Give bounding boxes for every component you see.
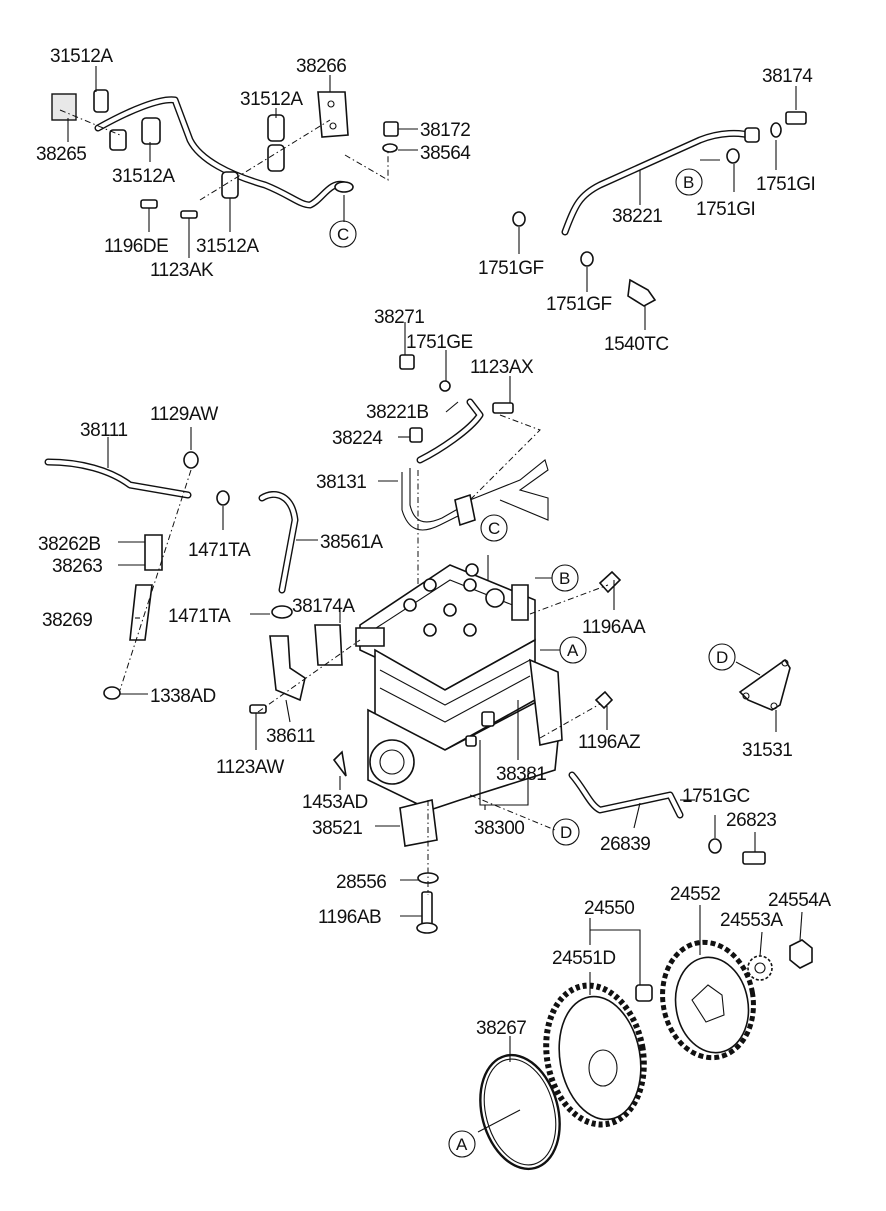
label-38221B: 38221B (366, 402, 429, 423)
callout-d-center: D (552, 818, 580, 846)
crankcase-part (367, 699, 561, 811)
fitting-38611-part (269, 635, 306, 702)
label-31531: 31531 (742, 740, 792, 761)
label-31512A-b: 31512A (240, 89, 303, 110)
label-38131: 38131 (316, 472, 366, 493)
label-1196AA: 1196AA (582, 617, 646, 638)
o-ring-38267-part (479, 1053, 561, 1171)
svg-text:D: D (716, 648, 728, 667)
svg-text:A: A (567, 641, 579, 660)
label-1196AZ: 1196AZ (578, 732, 641, 753)
reference-callouts: C B C B A D D A (329, 168, 736, 1158)
label-31512A-d: 31512A (196, 236, 259, 257)
label-1338AD: 1338AD (150, 686, 216, 707)
bracket-38521-part (399, 799, 438, 847)
label-24553A: 24553A (720, 910, 783, 931)
label-38174A: 38174A (292, 596, 355, 617)
callout-d-right: D (708, 643, 736, 671)
label-1751GE: 1751GE (406, 332, 473, 353)
label-1540TC: 1540TC (604, 334, 669, 355)
label-38172: 38172 (420, 120, 470, 141)
label-28556: 28556 (336, 872, 386, 893)
label-1751GI-a: 1751GI (756, 174, 815, 195)
label-24552: 24552 (670, 884, 720, 905)
label-38262B: 38262B (38, 534, 101, 555)
label-38266: 38266 (296, 56, 346, 77)
label-1751GI-b: 1751GI (696, 199, 755, 220)
label-38221: 38221 (612, 206, 662, 227)
air-compressor-38300 (249, 555, 622, 934)
label-38263: 38263 (52, 556, 102, 577)
label-1751GC: 1751GC (682, 786, 750, 807)
label-1453AD: 1453AD (302, 792, 368, 813)
label-1751GF-a: 1751GF (478, 258, 544, 279)
bolt-1129AW-part (183, 451, 199, 469)
label-38265: 38265 (36, 144, 86, 165)
callout-c-top: C (329, 220, 357, 248)
svg-text:C: C (337, 225, 349, 244)
callout-a-bottom: A (448, 1130, 476, 1158)
label-1123AW: 1123AW (216, 757, 284, 778)
washer-24553A-part (747, 955, 773, 981)
label-38271: 38271 (374, 307, 424, 328)
bolt-1540TC-part (627, 278, 657, 307)
svg-text:C: C (488, 519, 500, 538)
label-1196AB: 1196AB (318, 907, 381, 928)
air-line-38131-assembly (378, 322, 549, 590)
label-26823: 26823 (726, 810, 776, 831)
label-31512A-c: 31512A (112, 166, 175, 187)
hose-38111-assembly (44, 427, 318, 700)
label-1751GF-b: 1751GF (546, 294, 612, 315)
label-1196DE: 1196DE (104, 236, 168, 257)
label-31512A-a: 31512A (50, 46, 113, 67)
label-38224: 38224 (332, 428, 383, 449)
label-24551D: 24551D (552, 948, 616, 969)
part-number-labels: 31512A 38266 31512A 38172 38564 38265 31… (36, 46, 832, 1039)
callout-b-top: B (675, 168, 703, 196)
nut-24554A-part (789, 939, 813, 969)
label-1123AK: 1123AK (150, 260, 214, 281)
label-38300: 38300 (474, 818, 524, 839)
bracket-31531-part (738, 658, 791, 711)
label-38269: 38269 (42, 610, 92, 631)
bracket-31531-and-pipe-26839 (568, 658, 791, 865)
svg-text:B: B (559, 569, 570, 588)
label-38267: 38267 (476, 1018, 526, 1039)
gear-assembly-24550 (477, 905, 813, 1171)
label-38521: 38521 (312, 818, 362, 839)
label-1471TA-b: 1471TA (168, 606, 231, 627)
label-38561A: 38561A (320, 532, 383, 553)
pipe-assembly-top-left (51, 66, 418, 258)
label-1123AX: 1123AX (470, 357, 534, 378)
callout-b-center: B (551, 564, 579, 592)
bracket-38266-part (317, 91, 349, 138)
label-24554A: 24554A (768, 890, 831, 911)
gasket-38174A-part (314, 624, 343, 666)
clamp-1-part (93, 89, 109, 113)
svg-text:D: D (560, 823, 572, 842)
bracket-38269-part (129, 584, 153, 641)
bolt-38174-part (785, 111, 807, 125)
bracket-38265-part (51, 93, 77, 121)
drive-flange-part (369, 739, 415, 785)
label-38564: 38564 (420, 143, 471, 164)
label-1129AW: 1129AW (150, 404, 218, 425)
label-24550: 24550 (584, 898, 634, 919)
callout-c-center: C (480, 514, 508, 542)
label-1471TA-a: 1471TA (188, 540, 251, 561)
svg-text:A: A (456, 1135, 468, 1154)
pipe-38221-assembly (512, 86, 807, 330)
label-38381: 38381 (496, 764, 546, 785)
label-26839: 26839 (600, 834, 650, 855)
label-38611: 38611 (266, 726, 315, 747)
svg-text:B: B (683, 173, 694, 192)
label-38111: 38111 (80, 420, 128, 441)
callout-a-center: A (559, 636, 587, 664)
label-38174: 38174 (762, 66, 813, 87)
